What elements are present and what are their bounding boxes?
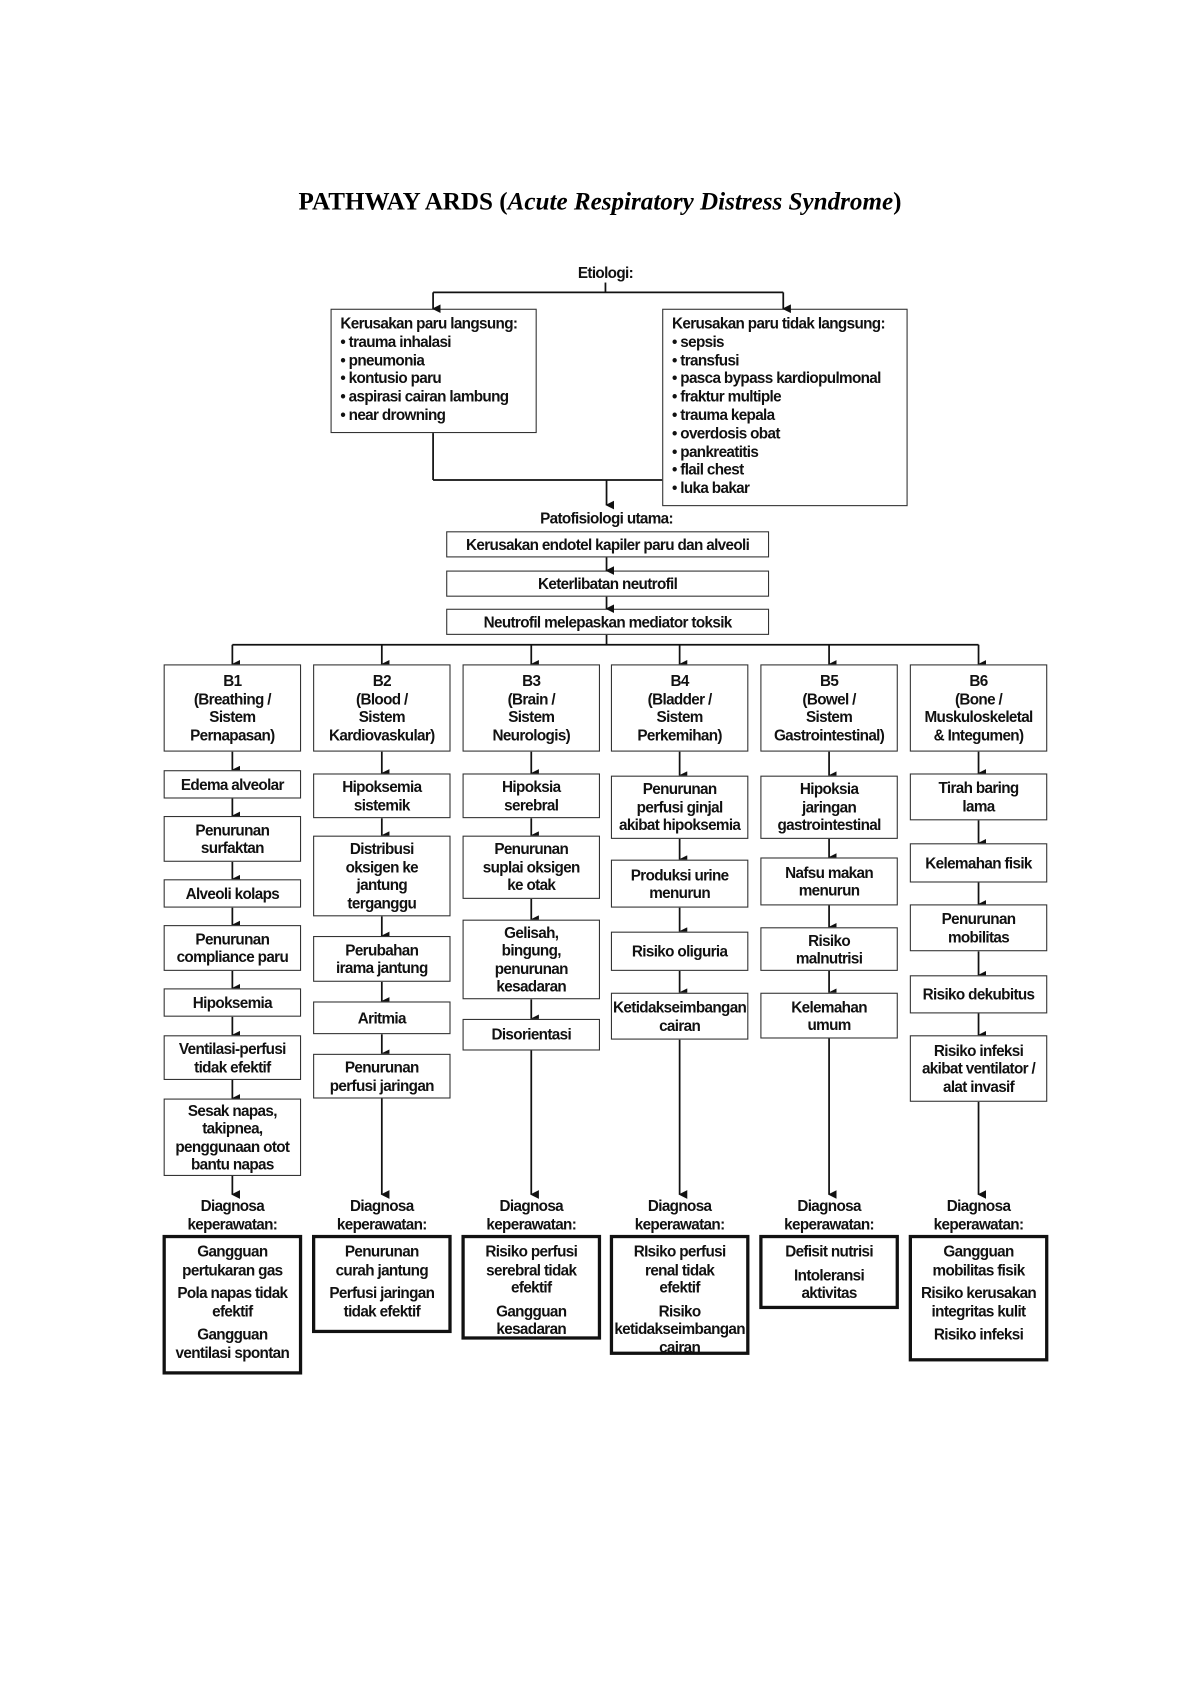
pathway-step: Penurunan mobilitas <box>909 904 1048 952</box>
etiologi-direct-heading: Kerusakan paru langsung: <box>340 314 518 332</box>
diagnosis-item: Perfusi jaringan tidak efektif <box>329 1283 435 1320</box>
pathway-step: Disorientasi <box>462 1018 600 1051</box>
etiologi-item: trauma kepala <box>672 406 898 424</box>
column-header: B4 (Bladder / Sistem Perkemihan) <box>610 664 749 752</box>
pathway-step: Kelemahan umum <box>760 992 898 1039</box>
diagnosis-item: Defisit nutrisi <box>785 1242 873 1260</box>
pathway-step: Hipoksemia <box>163 988 302 1017</box>
diagnosa-label: Diagnosa keperawatan: <box>634 1196 725 1233</box>
pathway-step: Sesak napas, takipnea, penggunaan otot b… <box>163 1098 302 1176</box>
etiologi-item: pasca bypass kardiopulmonal <box>672 369 898 387</box>
diagnosis-item: Penurunan curah jantung <box>335 1242 429 1278</box>
column-header: B5 (Bowel / Sistem Gastrointestinal) <box>760 664 898 752</box>
column-header: B3 (Brain / Sistem Neurologis) <box>462 664 600 752</box>
pathway-step: Hipoksemia sistemik <box>313 773 451 819</box>
etiologi-item: aspirasi cairan lambung <box>340 387 527 405</box>
etiologi-item: sepsis <box>672 333 898 351</box>
etiologi-indirect-box: Kerusakan paru tidak langsung: sepsistra… <box>662 308 908 507</box>
column-header: B1 (Breathing / Sistem Pernapasan) <box>163 664 302 752</box>
pathway-step: Aritmia <box>313 1001 451 1035</box>
pathway-step: Nafsu makan menurun <box>760 857 898 906</box>
diagnosa-label: Diagnosa keperawatan: <box>933 1196 1024 1233</box>
pathway-step: Ventilasi-perfusi tidak efektif <box>163 1035 302 1080</box>
etiologi-direct-box: Kerusakan paru langsung: trauma inhalasi… <box>330 308 537 434</box>
diagnosa-label: Diagnosa keperawatan: <box>187 1196 278 1233</box>
pathway-step: Risiko malnutrisi <box>760 927 898 971</box>
pathway-step: Edema alveolar <box>163 770 302 799</box>
column-header: B2 (Blood / Sistem Kardiovaskular) <box>313 664 451 752</box>
pathway-step: Penurunan perfusi ginjal akibat hipoksem… <box>610 775 749 839</box>
pathway-step: Risiko oliguria <box>610 931 749 971</box>
pathway-step: Tirah baring lama <box>909 773 1048 821</box>
diagnosis-item: Gangguan kesadaran <box>496 1301 567 1338</box>
patofisiologi-step: Kerusakan endotel kapiler paru dan alveo… <box>446 531 770 558</box>
title-italic: Acute Respiratory Distress Syndrome <box>507 187 894 215</box>
title-main: PATHWAY ARDS <box>298 187 494 215</box>
etiologi-item: transfusi <box>672 351 898 369</box>
etiologi-item: luka bakar <box>672 479 898 497</box>
diagnosa-label: Diagnosa keperawatan: <box>784 1196 874 1233</box>
pathway-step: Risiko infeksi akibat ventilator / alat … <box>909 1035 1048 1102</box>
pathway-step: Distribusi oksigen ke jantung terganggu <box>313 835 451 917</box>
diagnosis-item: Risiko infeksi <box>933 1325 1024 1343</box>
etiologi-direct-list: trauma inhalasipneumoniakontusio paruasp… <box>340 333 527 425</box>
etiologi-item: trauma inhalasi <box>340 333 527 351</box>
etiologi-item: fraktur multiple <box>672 387 898 405</box>
diagnosis-item: Risiko perfusi serebral tidak efektif <box>485 1242 578 1296</box>
etiologi-item: kontusio paru <box>340 369 527 387</box>
diagnosa-label: Diagnosa keperawatan: <box>336 1196 427 1233</box>
page-title: PATHWAY ARDS (Acute Respiratory Distress… <box>298 187 902 215</box>
patofisiologi-label: Patofisiologi utama: <box>540 509 674 527</box>
etiologi-item: pneumonia <box>340 351 527 369</box>
pathway-step: Penurunan compliance paru <box>163 925 302 971</box>
etiologi-label: Etiologi: <box>577 263 634 282</box>
diagnosis-item: Gangguan mobilitas fisik <box>932 1242 1026 1278</box>
etiologi-item: near drowning <box>340 406 527 424</box>
diagnosa-label: Diagnosa keperawatan: <box>486 1196 577 1233</box>
diagnosis-item: Gangguan pertukaran gas <box>182 1242 283 1278</box>
pathway-step: Penurunan surfaktan <box>163 815 302 862</box>
pathway-step: Penurunan perfusi jaringan <box>313 1053 451 1099</box>
etiologi-item: flail chest <box>672 461 898 479</box>
diagnosis-item: Risiko kerusakan integritas kulit <box>920 1283 1037 1320</box>
pathway-step: Hipoksia serebral <box>462 773 600 819</box>
diagnosis-item: Pola napas tidak efektif <box>177 1283 288 1320</box>
etiologi-indirect-heading: Kerusakan paru tidak langsung: <box>671 314 886 332</box>
pathway-step: Produksi urine menurun <box>610 859 749 908</box>
etiologi-indirect-list: sepsistransfusipasca bypass kardiopulmon… <box>672 333 898 498</box>
diagnosis-item: RIsiko perfusi renal tidak efektif <box>633 1242 726 1296</box>
pathway-step: Gelisah, bingung, penurunan kesadaran <box>462 919 600 1000</box>
pathway-step: Perubahan irama jantung <box>313 935 451 982</box>
etiologi-item: pankreatitis <box>672 442 898 460</box>
pathway-step: Kelemahan fisik <box>909 843 1048 883</box>
diagnosis-item: Gangguan ventilasi spontan <box>175 1325 290 1361</box>
pathway-step: Risiko dekubitus <box>909 975 1048 1014</box>
pathway-step: Ketidakseimbangan cairan <box>610 992 749 1040</box>
diagnosis-item: Intoleransi aktivitas <box>794 1265 865 1302</box>
pathway-step: Penurunan suplai oksigen ke otak <box>462 835 600 899</box>
pathway-step: Alveoli kolaps <box>163 879 302 908</box>
pathway-step: Hipoksia jaringan gastrointestinal <box>760 775 898 839</box>
etiologi-item: overdosis obat <box>672 424 898 442</box>
column-header: B6 (Bone / Muskuloskeletal & Integumen) <box>909 664 1048 752</box>
diagnosis-item: Risiko ketidakseimbangan cairan <box>614 1301 745 1356</box>
